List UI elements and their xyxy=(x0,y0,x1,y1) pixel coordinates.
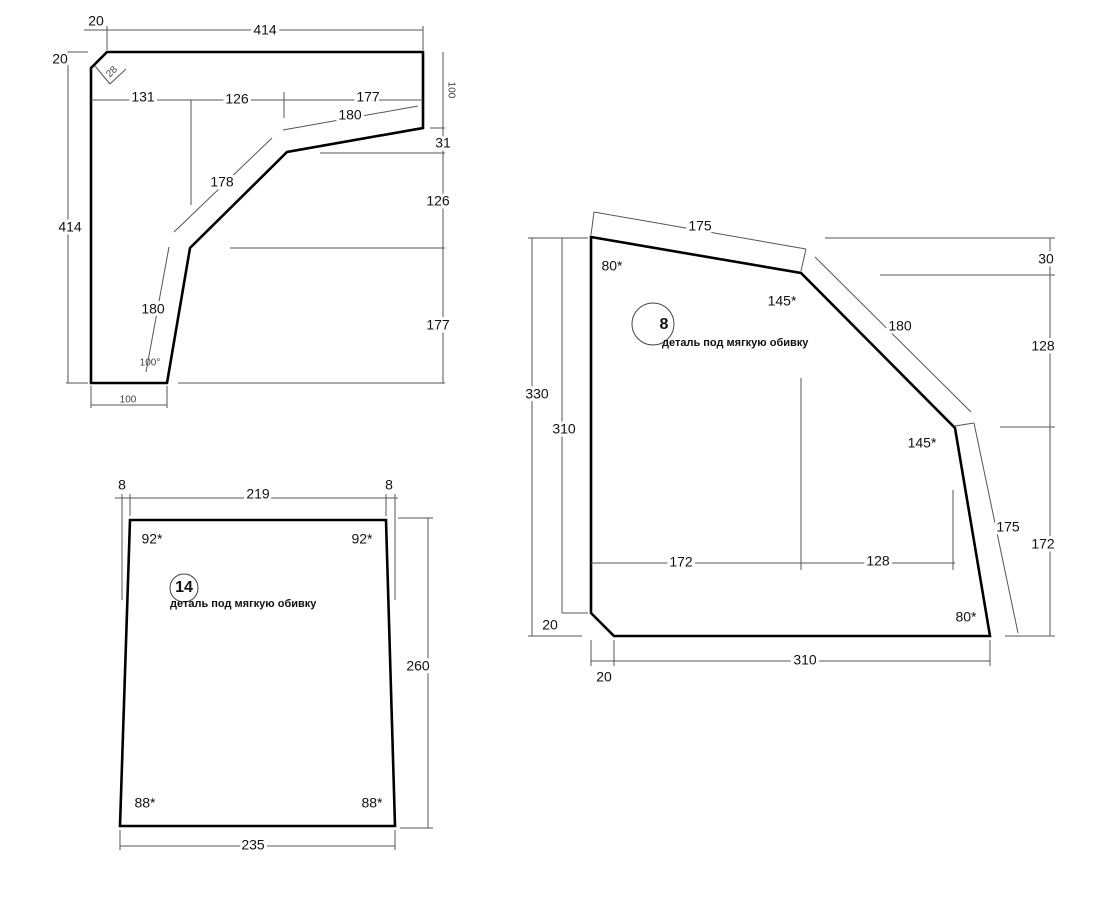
dim-label: 178 xyxy=(210,174,234,190)
dim-label: 219 xyxy=(246,486,270,502)
part-number-circle xyxy=(631,302,675,346)
dim-label: 260 xyxy=(406,658,430,674)
dim-label: 172 xyxy=(669,554,693,570)
dim-label: 310 xyxy=(793,652,817,668)
dim-label: 172 xyxy=(1031,536,1055,552)
dim-label: 175 xyxy=(688,218,712,234)
dim-label: 180 xyxy=(338,107,362,123)
part-14-outline xyxy=(118,518,397,828)
part-8-outline xyxy=(589,235,992,638)
dim-label: 310 xyxy=(552,421,576,437)
part-8: 8 деталь под мягкую обивку 175 30 80* 14… xyxy=(522,211,1058,688)
dim-label: 175 xyxy=(996,519,1020,535)
dim-label: 177 xyxy=(356,89,380,105)
dim-label: 180 xyxy=(888,318,912,334)
angle-label: 80* xyxy=(601,258,623,274)
dim-label: 131 xyxy=(131,89,155,105)
dim-label: 8 xyxy=(385,477,393,493)
dim-label: 100 xyxy=(445,82,456,99)
dim-label: 28 xyxy=(104,64,120,80)
part-14: 14 деталь под мягкую обивку 8 219 8 92* … xyxy=(115,474,433,856)
angle-label: 145* xyxy=(908,435,937,451)
dim-label: 414 xyxy=(58,219,82,235)
dim-label: 30 xyxy=(1038,251,1054,267)
dim-label: 128 xyxy=(1031,338,1055,354)
dim-label: 126 xyxy=(426,193,450,209)
angle-label: 92* xyxy=(351,531,373,547)
angle-label: 145* xyxy=(768,293,797,309)
angle-label: 80* xyxy=(955,609,977,625)
angle-label: 88* xyxy=(361,795,383,811)
dim-label: 414 xyxy=(253,22,277,38)
part-number-circle xyxy=(169,573,199,603)
dim-label: 126 xyxy=(225,91,249,107)
dim-label: 100 xyxy=(120,395,137,406)
angle-label: 100° xyxy=(140,358,161,369)
angle-label: 92* xyxy=(141,531,163,547)
angle-label: 88* xyxy=(134,795,156,811)
dim-label: 20 xyxy=(52,51,68,67)
dim-label: 20 xyxy=(542,617,558,633)
part-note: деталь под мягкую обивку xyxy=(170,598,317,610)
dimension-lines xyxy=(66,26,445,408)
dim-label: 8 xyxy=(118,477,126,493)
part-number: 14 xyxy=(175,579,193,596)
dim-label: 20 xyxy=(88,13,104,29)
dim-label: 180 xyxy=(141,301,165,317)
part-number: 8 xyxy=(660,316,669,333)
part-top-left: 20 414 20 28 131 126 177 100 180 31 178 … xyxy=(49,10,456,408)
dim-label: 20 xyxy=(596,669,612,685)
dim-label: 128 xyxy=(866,553,890,569)
dim-label: 31 xyxy=(435,135,451,151)
dimension-lines xyxy=(115,494,433,850)
dim-label: 330 xyxy=(525,386,549,402)
dim-label: 235 xyxy=(241,837,265,853)
dim-label: 177 xyxy=(426,317,450,333)
part-note: деталь под мягкую обивку xyxy=(662,337,809,349)
part-top-left-outline xyxy=(89,50,425,385)
dimension-lines xyxy=(528,211,1055,666)
